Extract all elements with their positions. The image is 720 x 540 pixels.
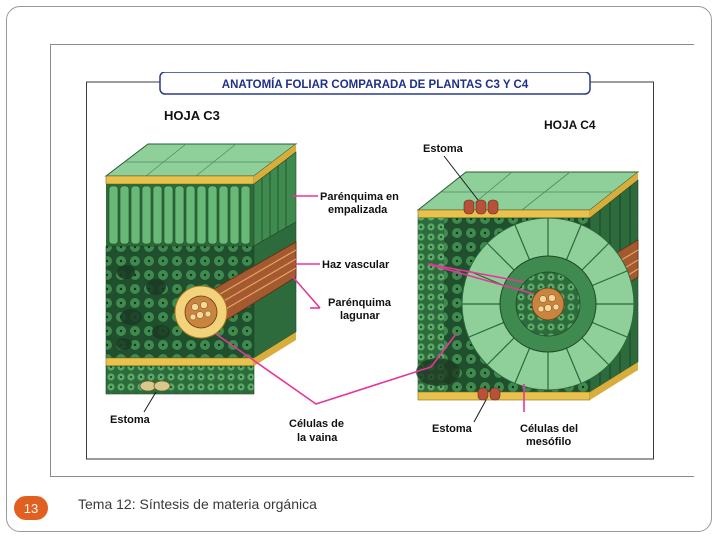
label-mesophyll-1: Células del <box>520 423 578 435</box>
c4-heading: HOJA C4 <box>544 118 596 132</box>
stoma-pointers <box>143 155 487 423</box>
slide-frame <box>6 6 712 532</box>
leader-lines <box>215 195 535 412</box>
label-stoma-c3: Estoma <box>110 414 151 426</box>
label-vascular-bundle: Haz vascular <box>322 259 390 271</box>
leaf-anatomy-svg: ANATOMÍA FOLIAR COMPARADA DE PLANTAS C3 … <box>86 72 654 460</box>
c3-leaf-block <box>104 143 298 395</box>
diagram-title: ANATOMÍA FOLIAR COMPARADA DE PLANTAS C3 … <box>222 78 529 91</box>
c4-leaf-block <box>416 171 640 401</box>
page-number-badge: 13 <box>14 496 48 520</box>
title-banner <box>159 72 591 95</box>
footer-title: Tema 12: Síntesis de materia orgánica <box>78 496 317 512</box>
header-divider <box>50 44 694 45</box>
label-bundle-sheath-2: la vaina <box>297 432 338 444</box>
label-bundle-sheath-1: Células de <box>289 418 344 430</box>
footer-divider <box>50 476 694 477</box>
label-stoma-c4-bottom: Estoma <box>432 423 473 435</box>
label-palisade-1: Parénquima en <box>320 191 399 203</box>
label-mesophyll-2: mesófilo <box>526 436 572 448</box>
label-spongy-1: Parénquima <box>328 297 392 309</box>
label-stoma-c4-top: Estoma <box>423 143 464 155</box>
c3-heading: HOJA C3 <box>164 108 220 123</box>
label-palisade-2: empalizada <box>328 204 388 216</box>
left-divider <box>50 44 51 476</box>
leaf-anatomy-figure: ANATOMÍA FOLIAR COMPARADA DE PLANTAS C3 … <box>86 72 654 460</box>
label-spongy-2: lagunar <box>340 310 380 322</box>
